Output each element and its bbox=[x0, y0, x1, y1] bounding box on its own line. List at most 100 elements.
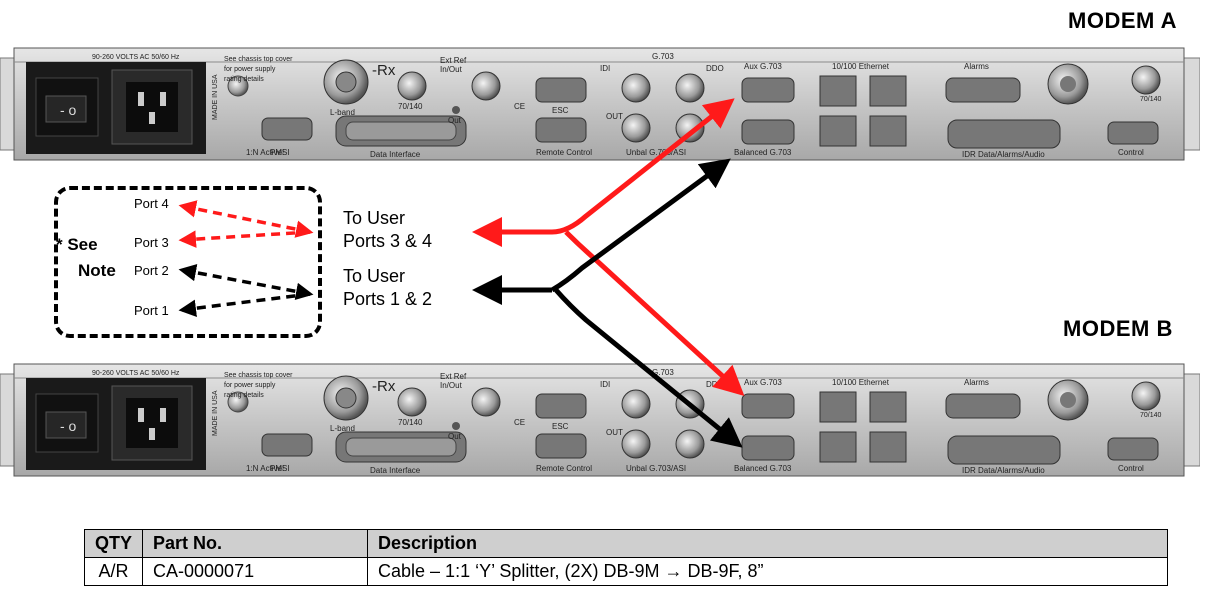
idi-db9 bbox=[535, 393, 587, 419]
out-label: Out bbox=[448, 116, 461, 125]
led bbox=[452, 106, 460, 114]
alarms-db15 bbox=[945, 393, 1021, 419]
g703-label: G.703 bbox=[652, 52, 674, 61]
ground-lug bbox=[227, 75, 249, 97]
idi-db9 bbox=[535, 77, 587, 103]
part-no-header: Part No. bbox=[142, 529, 369, 558]
to-user-ports-1-2: To User Ports 1 & 2 bbox=[343, 265, 432, 311]
supply-label: for power supply bbox=[224, 382, 276, 389]
qty-header: QTY bbox=[83, 529, 144, 558]
ground-lug bbox=[227, 391, 249, 413]
ext-ref-label: Ext Ref bbox=[440, 372, 467, 381]
volts-label: 90-260 VOLTS AC 50/60 Hz bbox=[92, 54, 180, 61]
ports-1-2-line: Ports 1 & 2 bbox=[343, 289, 433, 309]
ethernet-port-1 bbox=[819, 75, 857, 107]
port-4-dashed-arrow bbox=[178, 200, 314, 238]
to-user-line: To User bbox=[343, 266, 406, 286]
alarms-label: Alarms bbox=[964, 62, 989, 71]
esc-label: ESC bbox=[552, 422, 569, 431]
supply-label: for power supply bbox=[224, 66, 276, 73]
ethernet-label: 10/100 Ethernet bbox=[832, 62, 889, 71]
control-label: Control bbox=[1118, 464, 1144, 473]
ddo-label: DDO bbox=[706, 64, 724, 73]
unbal-label: Unbal G.703/ASI bbox=[626, 464, 687, 473]
g703-label: G.703 bbox=[652, 368, 674, 377]
port-4-label: Port 4 bbox=[134, 196, 169, 211]
red-to-modem-b-arrow bbox=[564, 230, 745, 397]
red-dashed-split-arrows bbox=[178, 200, 314, 248]
description-header: Description bbox=[367, 529, 1168, 558]
black-y-cable bbox=[472, 158, 743, 448]
idr-label: IDR Data/Alarms/Audio bbox=[962, 150, 1045, 159]
ethernet-port-2 bbox=[869, 391, 907, 423]
idi-label: IDI bbox=[600, 64, 611, 73]
parts-table: QTY Part No. Description A/R CA-0000071 … bbox=[83, 529, 1168, 586]
tx-if-label: 70/140 bbox=[1140, 412, 1162, 419]
unbal-in-bnc bbox=[621, 113, 651, 143]
idr-db25 bbox=[947, 119, 1061, 149]
ethernet-port-1 bbox=[819, 391, 857, 423]
rx-label: -Rx bbox=[372, 378, 396, 395]
ports-3-4-line: Ports 3 & 4 bbox=[343, 231, 433, 251]
note-dashed-box bbox=[54, 186, 322, 338]
see-label: * See bbox=[56, 235, 98, 254]
aux-g703-label: Aux G.703 bbox=[744, 62, 782, 71]
idr-label: IDR Data/Alarms/Audio bbox=[962, 466, 1045, 475]
black-dashed-split-arrows bbox=[178, 263, 314, 317]
ce-label: CE bbox=[514, 418, 526, 427]
ethernet-port-4 bbox=[869, 115, 907, 147]
part-no-cell: CA-0000071 bbox=[142, 557, 369, 586]
g703-out-bnc bbox=[675, 73, 705, 103]
out-bnc-label: OUT bbox=[606, 112, 623, 121]
control-db9 bbox=[1107, 437, 1159, 461]
port-2-dashed-arrow bbox=[178, 263, 314, 301]
unbal-in-bnc bbox=[621, 429, 651, 459]
if-rx-connector bbox=[397, 387, 427, 417]
ethernet-label: 10/100 Ethernet bbox=[832, 378, 889, 387]
ext-ref-label: Ext Ref bbox=[440, 56, 467, 65]
port-2-label: Port 2 bbox=[134, 263, 169, 278]
remote-control-db9 bbox=[535, 117, 587, 143]
g703-in-bnc bbox=[621, 73, 651, 103]
balanced-g703-db9 bbox=[741, 435, 795, 461]
esc-label: ESC bbox=[552, 106, 569, 115]
cover-label: See chassis top cover bbox=[224, 56, 293, 63]
pmsi-db9 bbox=[261, 433, 313, 457]
tx-if-bnc bbox=[1131, 65, 1161, 95]
port-1-label: Port 1 bbox=[134, 303, 169, 318]
port-3-label: Port 3 bbox=[134, 235, 169, 250]
if-label: 70/140 bbox=[398, 102, 423, 111]
ethernet-port-3 bbox=[819, 115, 857, 147]
svg-text:- o: - o bbox=[60, 418, 77, 434]
black-to-modem-a-arrow bbox=[550, 158, 731, 293]
cover-label: See chassis top cover bbox=[224, 372, 293, 379]
idr-db25 bbox=[947, 435, 1061, 465]
aux-g703-db9 bbox=[741, 393, 795, 419]
ethernet-port-4 bbox=[869, 431, 907, 463]
modem-a-rear-panel: - o bbox=[0, 40, 1200, 164]
balanced-label: Balanced G.703 bbox=[734, 464, 792, 473]
remote-control-label: Remote Control bbox=[536, 148, 593, 157]
table-row: A/R CA-0000071 Cable – 1:1 ‘Y’ Splitter,… bbox=[83, 557, 1168, 586]
pmsi-db9 bbox=[261, 117, 313, 141]
led bbox=[452, 422, 460, 430]
remote-control-label: Remote Control bbox=[536, 464, 593, 473]
balanced-g703-db9 bbox=[741, 119, 795, 145]
data-interface-label: Data Interface bbox=[370, 150, 421, 159]
active-label: 1:N Active! bbox=[246, 148, 285, 157]
unbal-label: Unbal G.703/ASI bbox=[626, 148, 687, 157]
rating-label: rating details bbox=[224, 392, 264, 399]
qty-cell: A/R bbox=[83, 557, 144, 586]
aux-g703-label: Aux G.703 bbox=[744, 378, 782, 387]
aux-g703-db9 bbox=[741, 77, 795, 103]
remote-control-db9 bbox=[535, 433, 587, 459]
see-note-label: * See Note bbox=[56, 232, 116, 284]
if-rx-connector bbox=[397, 71, 427, 101]
note-label: Note bbox=[78, 261, 116, 280]
unbal-out-bnc bbox=[675, 429, 705, 459]
ce-label: CE bbox=[514, 102, 526, 111]
alarms-db15 bbox=[945, 77, 1021, 103]
red-to-modem-a-arrow bbox=[551, 98, 735, 235]
port-3-dashed-arrow bbox=[178, 230, 311, 248]
